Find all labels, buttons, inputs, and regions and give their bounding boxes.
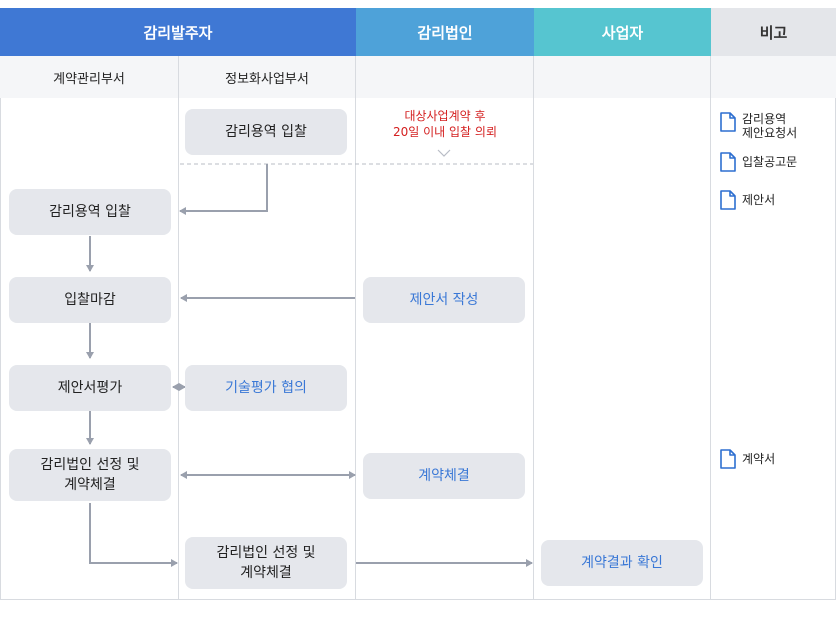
step-bid-close[interactable]: 입찰마감 (9, 277, 171, 323)
step-firm-contract[interactable]: 계약체결 (363, 453, 525, 499)
doc-contract[interactable]: 계약서 (720, 449, 775, 469)
step-contract-audit-bid[interactable]: 감리용역 입찰 (9, 189, 171, 235)
step-business-confirm[interactable]: 계약결과 확인 (541, 540, 703, 586)
column-divider (178, 56, 179, 600)
doc-rfp[interactable]: 감리용역 제안요청서 (720, 112, 797, 140)
step-proposal-write[interactable]: 제안서 작성 (363, 277, 525, 323)
subheader-audit-empty (356, 56, 533, 98)
header-business: 사업자 (534, 8, 711, 56)
header-client: 감리발주자 (0, 8, 356, 56)
column-divider (355, 56, 356, 600)
column-divider (533, 56, 534, 600)
deadline-note: 대상사업계약 후 20일 이내 입찰 의뢰 (393, 109, 497, 139)
document-icon (720, 190, 736, 210)
document-icon (720, 152, 736, 172)
column-divider (710, 56, 711, 600)
header-remarks: 비고 (711, 8, 836, 56)
step-it-audit-bid[interactable]: 감리용역 입찰 (185, 109, 347, 155)
document-icon (720, 112, 736, 132)
doc-label: 감리용역 제안요청서 (742, 112, 798, 140)
document-icon (720, 449, 736, 469)
subheader-business-empty (534, 56, 710, 98)
doc-proposal[interactable]: 제안서 (720, 190, 775, 210)
step-select-and-contract[interactable]: 감리법인 선정 및 계약체결 (9, 449, 171, 501)
subheader-it-dept: 정보화사업부서 (179, 56, 355, 98)
doc-label: 계약서 (742, 452, 776, 466)
subheader-contract-dept: 계약관리부서 (0, 56, 178, 98)
step-tech-evaluation[interactable]: 기술평가 협의 (185, 365, 347, 411)
doc-label: 제안서 (742, 193, 776, 207)
doc-bid-notice[interactable]: 입찰공고문 (720, 152, 797, 172)
step-proposal-evaluation[interactable]: 제안서평가 (9, 365, 171, 411)
header-audit-firm: 감리법인 (356, 8, 534, 56)
step-it-select-and-contract[interactable]: 감리법인 선정 및 계약체결 (185, 537, 347, 589)
doc-label: 입찰공고문 (742, 155, 798, 169)
subheader-remarks-empty (711, 56, 836, 98)
